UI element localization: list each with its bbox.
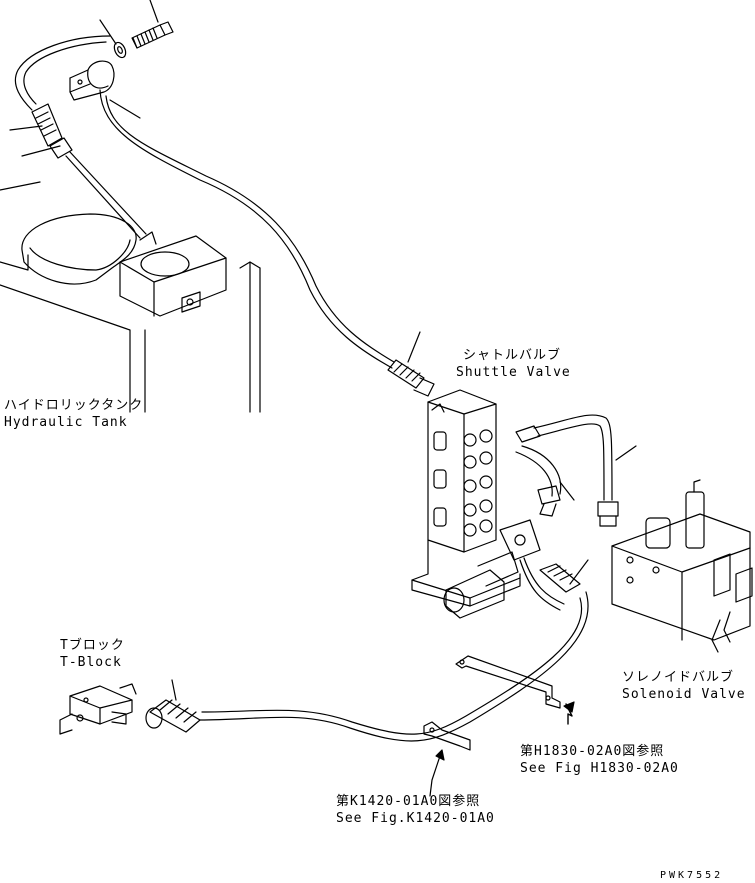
drawing-code: PWK7552 — [660, 870, 724, 881]
washer-part — [99, 19, 127, 59]
reference-h1830-en: See Fig H1830-02A0 — [520, 761, 679, 776]
shuttle-valve-label-jp: シャトルバルブ — [463, 348, 562, 363]
t-block — [59, 683, 137, 735]
bracket-right — [455, 655, 561, 709]
hose-fitting-lower — [539, 559, 589, 593]
solenoid-valve — [611, 479, 753, 653]
shuttle-valve-label-en: Shuttle Valve — [456, 365, 571, 380]
reference-arrow-k1420 — [429, 749, 445, 797]
reference-k1420-en: See Fig.K1420-01A0 — [336, 811, 495, 826]
hydraulic-tank-label-jp: ハイドロリックタンク — [4, 398, 144, 413]
hydraulic-tank — [0, 181, 261, 413]
solenoid-valve-label-en: Solenoid Valve — [622, 687, 746, 702]
hose-to-t-block — [199, 591, 589, 742]
shuttle-valve-block — [411, 389, 521, 607]
pipe-clamp — [69, 60, 141, 119]
reference-k1420-jp: 第K1420-01A0図参照 — [336, 794, 481, 809]
reference-h1830-jp: 第H1830-02A0図参照 — [520, 744, 665, 759]
solenoid-valve-label-jp: ソレノイドバルブ — [622, 670, 735, 685]
reference-arrow-h1830 — [563, 701, 575, 725]
hose-to-shuttle-2 — [515, 445, 575, 517]
bolt-part — [131, 0, 174, 49]
hose-to-solenoid — [515, 414, 637, 527]
t-block-label-jp: Tブロック — [60, 638, 125, 653]
hydraulic-tank-label-en: Hydraulic Tank — [4, 415, 128, 430]
shuttle-valve-solenoid — [443, 519, 565, 619]
hose-line-1 — [14, 35, 395, 369]
hose-fitting-left — [9, 103, 147, 239]
t-block-label-en: T-Block — [60, 655, 122, 670]
bracket-left — [423, 721, 471, 751]
hose-fitting-shuttle — [387, 331, 435, 397]
hose-fitting-t-block — [145, 679, 201, 733]
